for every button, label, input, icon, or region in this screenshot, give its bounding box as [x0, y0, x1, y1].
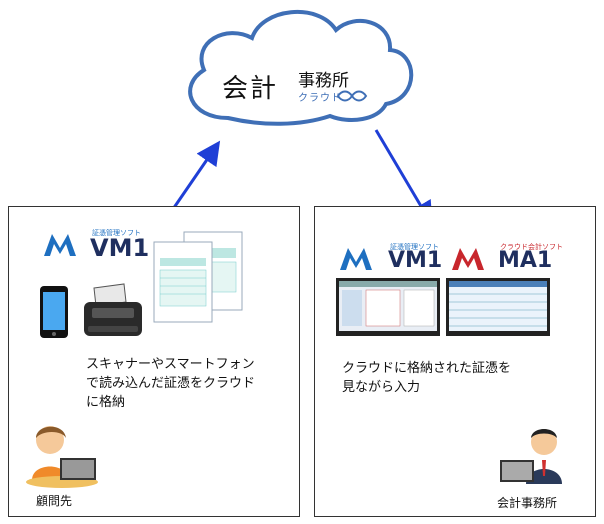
- vm1-logo-mark-office: [340, 248, 372, 270]
- woman-at-laptop-icon: [26, 426, 98, 488]
- vm1-logo-tagline: 証憑管理ソフト: [92, 229, 141, 237]
- ma1-logo-text: MA1: [498, 248, 553, 273]
- vm1-logo-text-office: VM1: [388, 248, 443, 273]
- dual-monitor-icon: [336, 278, 550, 336]
- cloud-tag-text: クラウド: [298, 93, 342, 104]
- vm1-logo-tagline-office: 証憑管理ソフト: [390, 243, 439, 251]
- cloud-main-text: 会計: [222, 74, 279, 104]
- cloud-sub-text: 事務所: [298, 71, 349, 91]
- invoice-documents-icon: [153, 231, 243, 323]
- client-person-label: 顧問先: [36, 494, 73, 508]
- office-person-label: 会計事務所: [497, 496, 558, 510]
- office-caption: クラウドに格納された証憑を 見ながら入力: [342, 361, 512, 395]
- vm1-logo-mark: [44, 234, 76, 256]
- ma1-logo-tagline: クラウド会計ソフト: [500, 243, 563, 251]
- man-at-laptop-icon: [500, 429, 562, 484]
- smartphone-icon: [40, 286, 68, 338]
- vm1-logo-text: VM1: [90, 234, 150, 262]
- download-arrow: [374, 129, 433, 226]
- cloud-shape: [188, 9, 414, 126]
- client-caption: スキャナーやスマートフォン で読み込んだ証憑をクラウド に格納: [86, 357, 256, 410]
- scanner-icon: [84, 283, 142, 336]
- ma1-logo-mark: [452, 248, 484, 270]
